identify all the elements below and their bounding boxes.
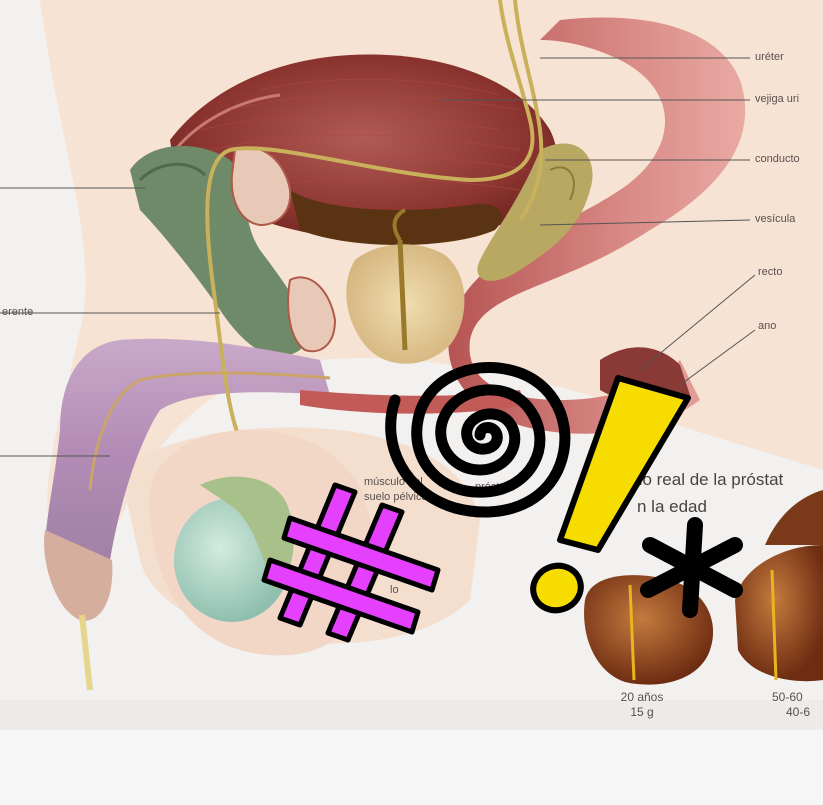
hash-icon	[264, 485, 438, 640]
asterisk-icon	[648, 525, 735, 610]
spiral-icon	[391, 367, 565, 512]
